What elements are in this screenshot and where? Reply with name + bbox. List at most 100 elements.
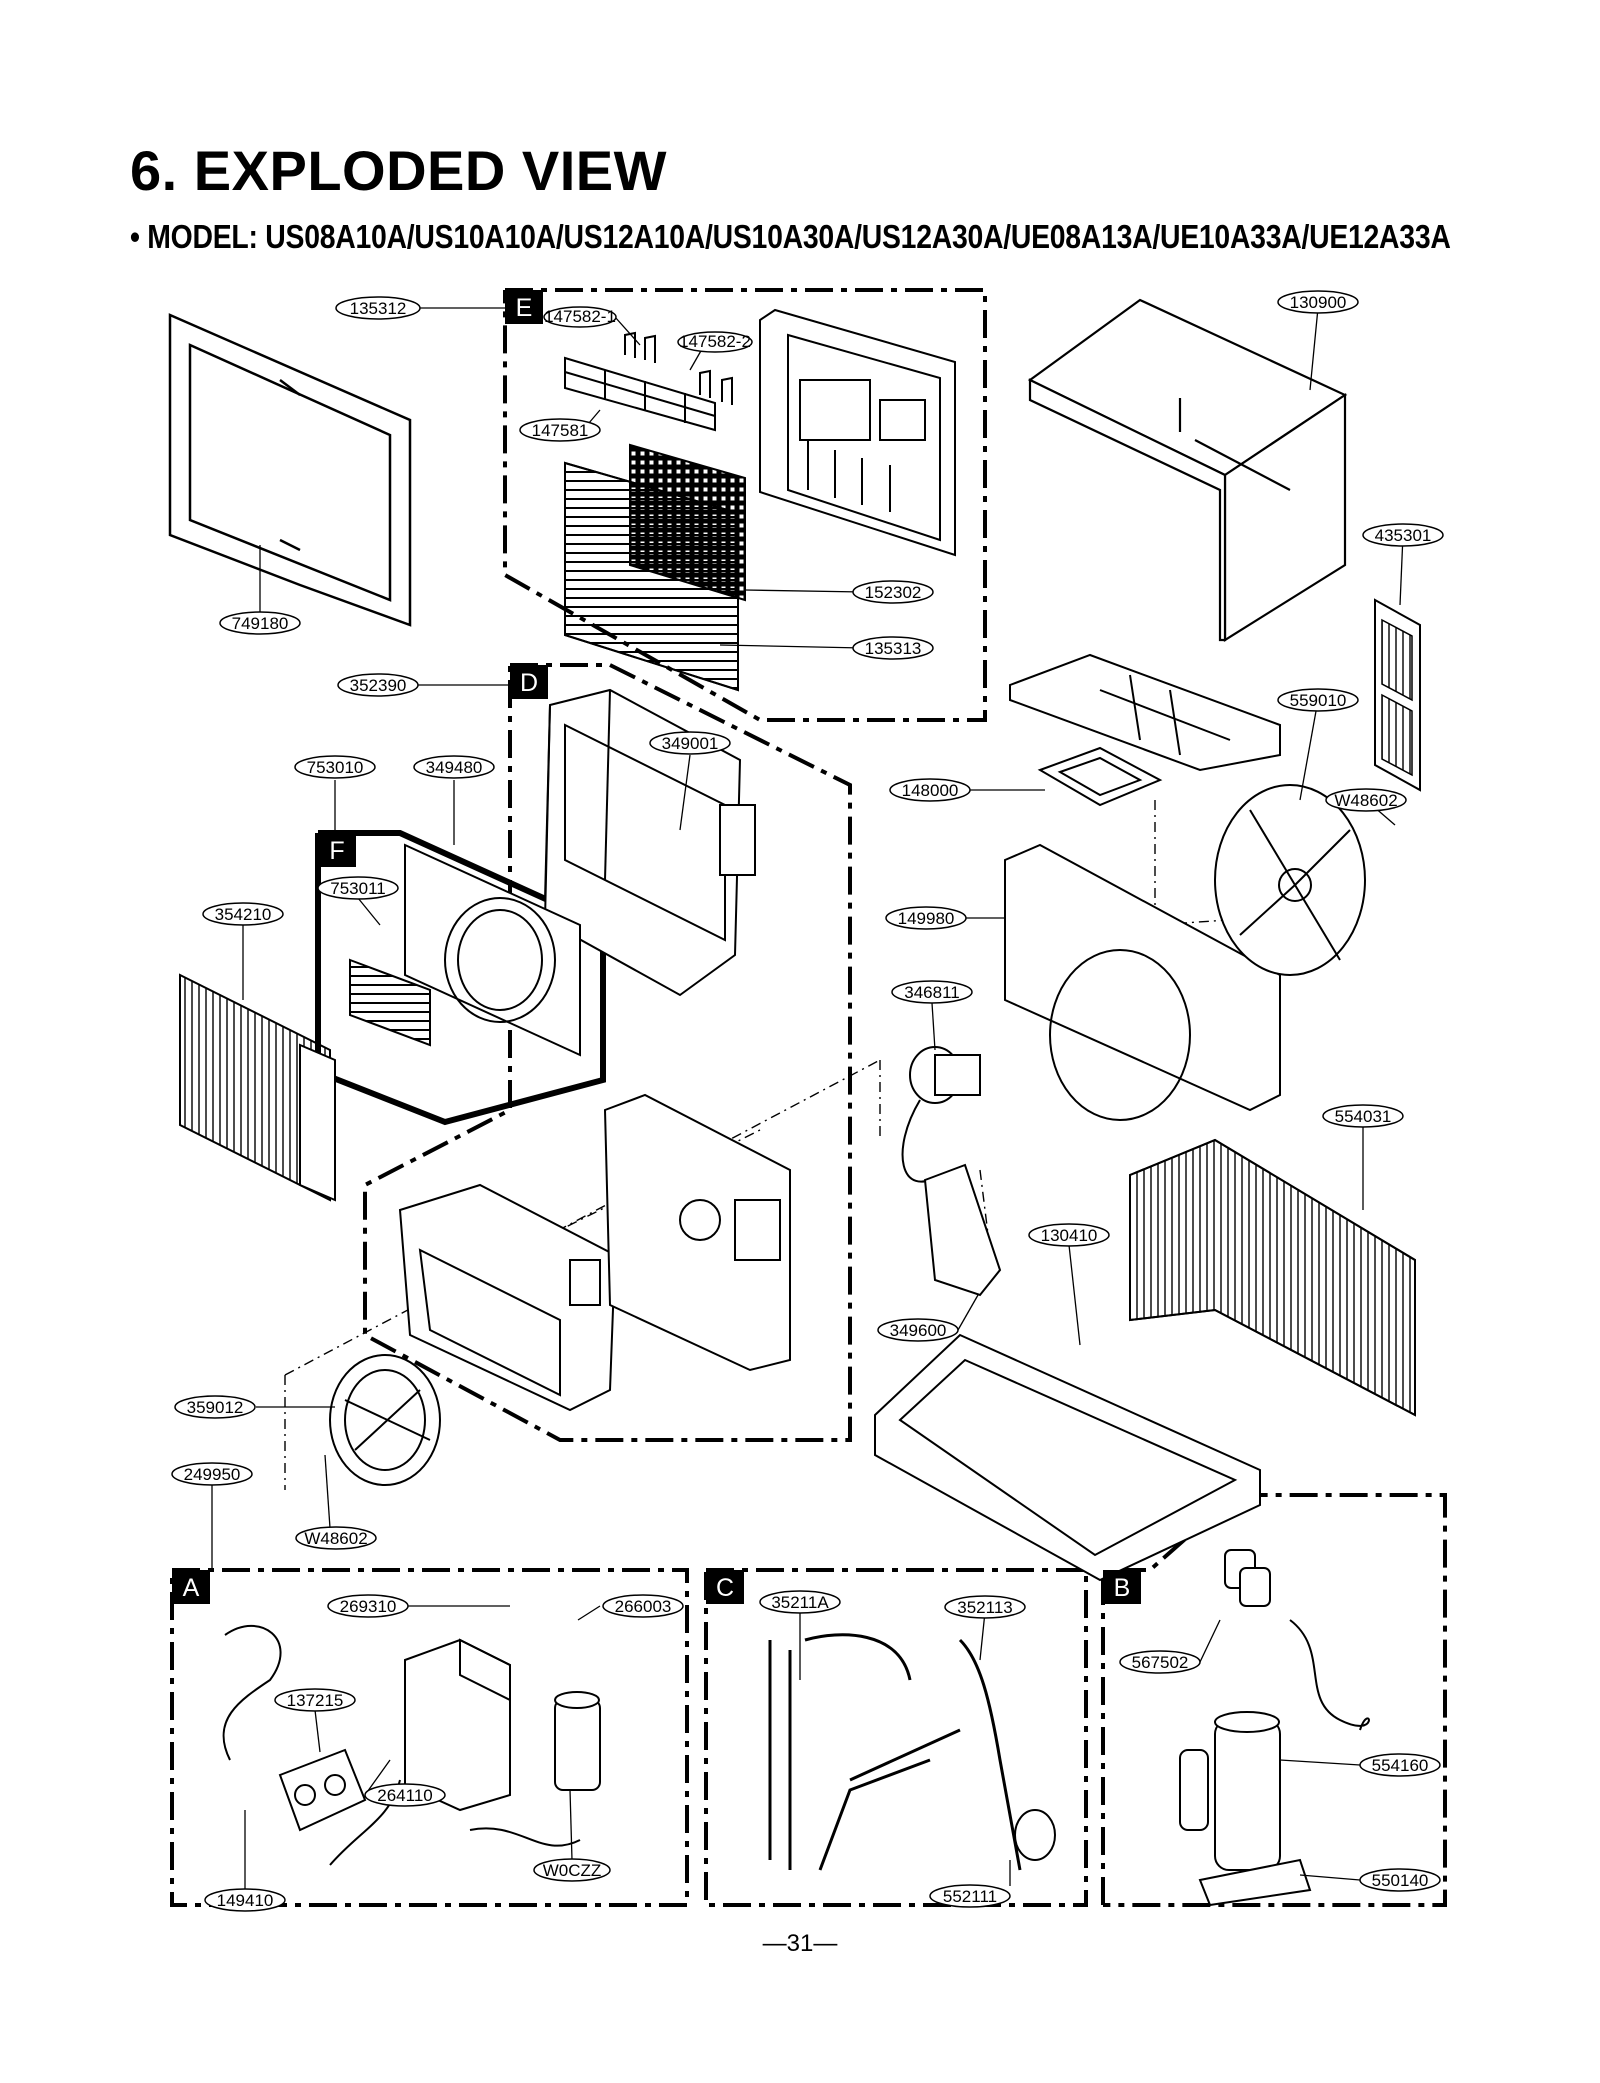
callout-352390: 352390 (337, 673, 419, 697)
section-label-e: E (516, 294, 533, 322)
svg-text:135312: 135312 (350, 299, 407, 318)
svg-text:147582-2: 147582-2 (679, 332, 751, 351)
callout-35211a: 35211A (759, 1590, 841, 1614)
section-c-boundary (704, 1568, 1088, 1907)
svg-text:567502: 567502 (1132, 1653, 1189, 1672)
part-wire-harness-b (1289, 1619, 1370, 1731)
callout-554031: 554031 (1322, 1104, 1404, 1128)
part-heater (349, 958, 431, 1047)
part-air-deflector (1009, 653, 1281, 772)
svg-text:559010: 559010 (1290, 691, 1347, 710)
svg-text:349480: 349480 (426, 758, 483, 777)
section-marker-b: B (1103, 1570, 1141, 1604)
svg-text:152302: 152302 (865, 583, 922, 602)
svg-text:W48602: W48602 (1334, 791, 1397, 810)
section-label-f: F (329, 837, 344, 865)
section-boundaries (170, 288, 1447, 1907)
callout-352113: 352113 (944, 1595, 1026, 1619)
svg-text:554031: 554031 (1335, 1107, 1392, 1126)
part-compressor (1179, 1711, 1312, 1907)
part-tubing-c (768, 1633, 1022, 1871)
callout-554160: 554160 (1359, 1753, 1441, 1777)
svg-text:135313: 135313 (865, 639, 922, 658)
page-number: —31— (762, 1930, 838, 1957)
svg-text:354210: 354210 (215, 905, 272, 924)
callout-266003: 266003 (602, 1594, 684, 1618)
svg-text:349001: 349001 (662, 734, 719, 753)
callout-135312: 135312 (335, 296, 421, 320)
svg-text:266003: 266003 (615, 1597, 672, 1616)
callout-137215: 137215 (274, 1688, 356, 1712)
part-capacitor (554, 1691, 601, 1791)
svg-text:130900: 130900 (1290, 293, 1347, 312)
svg-text:35211A: 35211A (771, 1593, 829, 1612)
svg-text:552111: 552111 (943, 1887, 997, 1906)
part-louver (564, 356, 716, 432)
svg-text:149410: 149410 (217, 1891, 274, 1910)
callout-149980: 149980 (885, 906, 967, 930)
callout-753010: 753010 (294, 755, 376, 779)
callout-269310: 269310 (327, 1594, 409, 1618)
svg-text:130410: 130410 (1041, 1226, 1098, 1245)
part-control-bracket (603, 1093, 791, 1372)
svg-text:346811: 346811 (904, 983, 959, 1002)
callout-550140: 550140 (1359, 1868, 1441, 1892)
part-callouts: 135312 147582-1 147582-2 147581 152302 1… (171, 290, 1444, 1912)
callout-w48602-a: W48602 (1325, 788, 1407, 812)
callout-749180: 749180 (219, 611, 301, 635)
section-label-a: A (183, 1574, 200, 1602)
part-fan-motor (901, 1046, 981, 1183)
callout-w48602-b: W48602 (295, 1526, 377, 1550)
svg-text:269310: 269310 (340, 1597, 397, 1616)
section-label-b: B (1114, 1574, 1131, 1602)
svg-text:352113: 352113 (957, 1598, 1012, 1617)
svg-text:349600: 349600 (890, 1321, 947, 1340)
part-side-louver (1374, 598, 1421, 792)
part-outdoor-condenser-coil (1129, 1138, 1416, 1417)
part-base-pan (874, 1333, 1261, 1582)
callout-559010: 559010 (1277, 688, 1359, 712)
model-line: • MODEL: US08A10A/US10A10A/US12A10A/US10… (130, 218, 1451, 255)
callout-249950: 249950 (171, 1462, 253, 1486)
part-condenser-coil (179, 973, 336, 1202)
callout-152302: 152302 (852, 580, 934, 604)
callout-349001: 349001 (649, 731, 731, 755)
part-front-grille-panel (759, 308, 956, 557)
part-wire-loop-c (1014, 1809, 1056, 1861)
callout-346811: 346811 (891, 980, 973, 1004)
section-marker-e: E (505, 290, 543, 324)
callout-264110: 264110 (364, 1783, 446, 1807)
callout-349600: 349600 (877, 1318, 959, 1342)
callout-135313: 135313 (852, 636, 934, 660)
svg-text:264110: 264110 (377, 1786, 432, 1805)
part-front-frame (168, 313, 412, 627)
callout-567502: 567502 (1119, 1650, 1201, 1674)
part-blower-fan (329, 1354, 441, 1486)
callout-148000: 148000 (889, 778, 971, 802)
section-marker-c: C (706, 1570, 744, 1604)
part-condenser-fan (1214, 784, 1366, 976)
part-shroud (1004, 843, 1281, 1121)
section-d-boundary (363, 663, 852, 1442)
section-a-boundary (170, 1568, 689, 1907)
svg-text:749180: 749180 (232, 614, 289, 633)
part-wire-harness-a (222, 1624, 581, 1866)
callout-130410: 130410 (1028, 1223, 1110, 1247)
callout-552111: 552111 (929, 1884, 1011, 1908)
section-label-d: D (520, 669, 538, 697)
section-label-c: C (716, 1574, 734, 1602)
svg-text:352390: 352390 (350, 676, 407, 695)
svg-text:148000: 148000 (902, 781, 959, 800)
svg-text:249950: 249950 (184, 1465, 241, 1484)
callout-349480: 349480 (413, 755, 495, 779)
svg-text:137215: 137215 (287, 1691, 344, 1710)
svg-text:W48602: W48602 (304, 1529, 367, 1548)
part-switch-panel (278, 1748, 367, 1832)
svg-text:147581: 147581 (532, 421, 589, 440)
svg-text:554160: 554160 (1372, 1756, 1429, 1775)
svg-text:550140: 550140 (1372, 1871, 1429, 1890)
svg-text:W0CZZ: W0CZZ (543, 1861, 602, 1880)
part-cabinet (1027, 298, 1348, 642)
svg-text:149980: 149980 (898, 909, 955, 928)
